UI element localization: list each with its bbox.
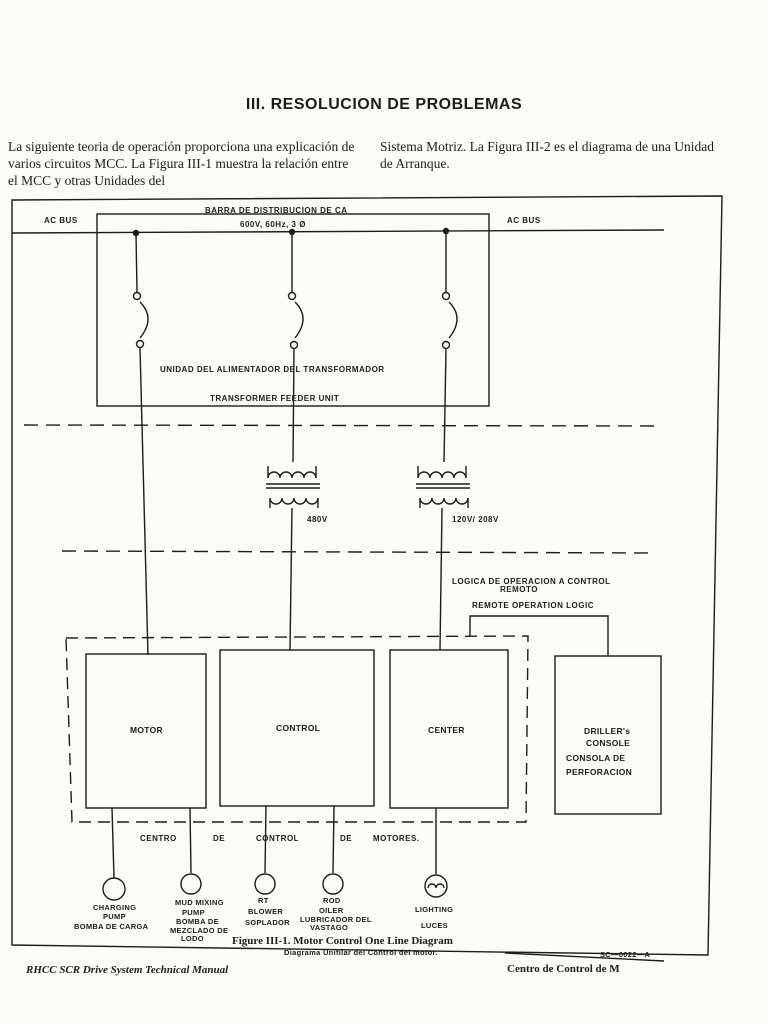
mud-mixing-pump-icon xyxy=(180,873,202,895)
mcc-label-word-3: CONTROL xyxy=(256,834,299,843)
remote-logic-es-1: LOGICA DE OPERACION A CONTROL xyxy=(452,577,611,586)
rod-oiler-label-1: ROD xyxy=(323,896,341,905)
ac-bus-line xyxy=(11,229,665,234)
mud-mixing-label-2: PUMP xyxy=(182,908,205,917)
mud-mixing-label-5: LODO xyxy=(181,934,204,943)
feeder-label-es: UNIDAD DEL ALIMENTADOR DEL TRANSFORMADOR xyxy=(160,365,385,374)
rt-blower-label-3: SOPLADOR xyxy=(245,918,290,927)
ac-bus-right-label: AC BUS xyxy=(507,216,541,225)
console-label-3: CONSOLA DE xyxy=(566,753,625,763)
rod-oiler-label-4: VASTAGO xyxy=(310,923,348,932)
figure-caption: Figure III-1. Motor Control One Line Dia… xyxy=(232,935,453,947)
rod-oiler-label-3: LUBRICADOR DEL xyxy=(300,915,372,924)
bus-spec: 600V, 60Hz, 3 Ø xyxy=(240,220,306,229)
drillers-console-box xyxy=(554,655,662,815)
rt-blower-icon xyxy=(254,873,276,895)
mcc-label-word-5: MOTORES. xyxy=(373,834,420,843)
mud-mixing-label-1: MUD MIXING xyxy=(175,898,224,907)
lighting-icon xyxy=(424,874,448,898)
page-heading: III. RESOLUCION DE PROBLEMAS xyxy=(245,96,523,113)
transformer-480v xyxy=(266,466,320,508)
rt-blower-label-1: RT xyxy=(258,896,269,905)
rod-oiler-label-2: OILER xyxy=(319,906,344,915)
charging-pump-label-2: PUMP xyxy=(103,912,126,921)
mcc-label-word-4: DE xyxy=(340,834,352,843)
footer-manual-title: RHCC SCR Drive System Technical Manual xyxy=(25,964,229,976)
motor-box-label: MOTOR xyxy=(130,725,163,735)
console-label-1: DRILLER's xyxy=(584,726,630,736)
mud-mixing-label-3: BOMBA DE xyxy=(176,917,219,926)
console-label-4: PERFORACION xyxy=(566,767,632,777)
mcc-label-word-1: CENTRO xyxy=(140,834,177,843)
mcc-enclosure xyxy=(65,635,529,823)
motor-box xyxy=(85,653,207,809)
rt-blower-label-2: BLOWER xyxy=(248,907,283,916)
xfmr2-voltage: 120V/ 208V xyxy=(452,515,499,524)
feeder-box xyxy=(96,213,490,407)
mcc-label-word-2: DE xyxy=(213,834,225,843)
figure-frame xyxy=(11,195,723,956)
motor-feeder-line xyxy=(139,347,149,656)
remote-logic-en: REMOTE OPERATION LOGIC xyxy=(472,601,594,610)
remote-logic-es-2: REMOTO xyxy=(500,585,538,594)
console-label-2: CONSOLE xyxy=(586,738,630,748)
mud-mixing-label-4: MEZCLADO DE xyxy=(170,926,228,935)
bus-title: BARRA DE DISTRIBUCION DE CA xyxy=(205,206,348,215)
footer-section-title: Centro de Control de M xyxy=(507,963,620,975)
control-box-label: CONTROL xyxy=(276,723,320,733)
intro-text-left: La siguiente teoria de operación proporc… xyxy=(8,139,355,188)
control-box xyxy=(219,649,375,807)
figure-caption-es: Diagrama Unifilar del Control del motor. xyxy=(284,948,438,957)
xfmr1-voltage: 480V xyxy=(307,515,328,524)
rod-oiler-icon xyxy=(322,873,344,895)
remote-logic-link xyxy=(469,615,609,656)
intro-text-right: Sistema Motriz. La Figura III-2 es el di… xyxy=(380,139,715,171)
center-box-label: CENTER xyxy=(428,725,465,735)
charging-pump-label-1: CHARGING xyxy=(93,903,136,912)
center-box xyxy=(389,649,509,809)
charging-pump-label-3: BOMBA DE CARGA xyxy=(74,922,149,931)
feeder-label-en: TRANSFORMER FEEDER UNIT xyxy=(210,394,339,403)
figure-ref-code: SC—0022—A xyxy=(600,950,651,959)
transformer-120-208v xyxy=(416,466,470,508)
ac-bus-left-label: AC BUS xyxy=(44,216,78,225)
charging-pump-icon xyxy=(102,877,126,901)
lighting-label-1: LIGHTING xyxy=(415,905,453,914)
lighting-label-2: LUCES xyxy=(421,921,448,930)
